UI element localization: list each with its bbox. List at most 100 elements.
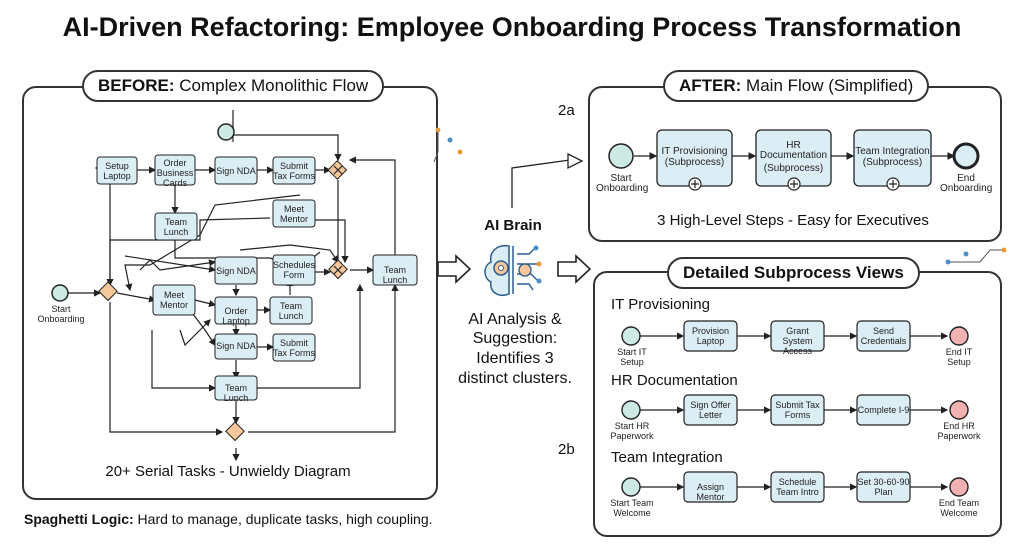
task-label: Submit Tax Forms (273, 338, 316, 358)
ai-analysis-line: Suggestion: (472, 330, 558, 347)
after-heading: AFTER: Main Flow (Simplified) (663, 70, 930, 102)
footer-bold: Spaghetti Logic: (24, 511, 134, 527)
monolithic-flow-diagram (51, 110, 418, 462)
before-caption: 20+ Serial Tasks - Unwieldy Diagram (105, 463, 351, 480)
task-box (96, 156, 138, 185)
task-label: Sign NDA (216, 166, 256, 176)
task-label: Meet Mentor (279, 204, 308, 224)
task-label: Team Lunch (382, 265, 408, 285)
task-label: Team Lunch (278, 301, 304, 321)
before-heading: BEFORE: Complex Monolithic Flow (82, 70, 385, 102)
task-box (269, 296, 313, 325)
task-label: Schedules Form (273, 260, 316, 280)
after-heading-bold: AFTER: (679, 76, 742, 95)
after-caption: 3 High-Level Steps - Easy for Executives (657, 212, 929, 229)
task-box (372, 254, 418, 286)
page-title: AI-Driven Refactoring: Employee Onboardi… (62, 12, 962, 42)
start-event (621, 400, 641, 420)
step-marker-2a: 2a (558, 102, 575, 119)
footer-rest: Hard to manage, duplicate tasks, high co… (133, 511, 433, 527)
start-event (608, 143, 634, 169)
start-label: Start IT Setup (617, 347, 647, 367)
start-event (51, 284, 69, 302)
start-label: Start Onboarding (596, 173, 649, 194)
task-label: Team Lunch (163, 217, 189, 237)
start-label: Start Onboarding (37, 304, 85, 324)
before-heading-rest: Complex Monolithic Flow (174, 76, 369, 95)
start-label: Start Team Welcome (610, 498, 654, 518)
step-marker-2b: 2b (558, 441, 575, 458)
subprocess-sub: (Subprocess) (763, 163, 824, 174)
start-event (621, 477, 641, 497)
task-box (856, 394, 911, 426)
subprocess-title: IT Provisioning (611, 296, 710, 313)
ai-connector-arrows (437, 152, 592, 284)
task-label: Setup Laptop (103, 161, 131, 181)
before-footer: Spaghetti Logic: Hard to manage, duplica… (24, 511, 433, 527)
ai-brain-icon (484, 244, 542, 296)
task-label: Submit Tax Forms (273, 161, 316, 181)
task-box (214, 256, 258, 285)
start-event-top (217, 123, 235, 141)
task-label: Sign NDA (216, 341, 256, 351)
task-box (272, 156, 316, 185)
task-box (214, 156, 258, 185)
task-label: Assign Mentor (696, 482, 725, 502)
task-box (770, 394, 825, 426)
task-box (770, 320, 825, 352)
end-event (952, 142, 980, 170)
task-label: Sign NDA (216, 266, 256, 276)
circuit-decoration (945, 247, 1007, 265)
start-label: Start HR Paperwork (610, 421, 654, 441)
subprocess-name: IT Provisioning (661, 146, 728, 157)
end-event (949, 400, 969, 420)
task-box (770, 471, 825, 503)
end-label: End HR Paperwork (937, 421, 981, 441)
end-label: End Onboarding (940, 173, 993, 194)
task-box (683, 471, 738, 503)
task-box (214, 375, 258, 401)
task-label: Sign Offer Letter (690, 400, 731, 420)
gateway (225, 421, 245, 442)
subprocess-sub: (Subprocess) (664, 157, 725, 168)
subprocess-name: Team Integration (855, 146, 930, 157)
ai-brain-label: AI Brain (484, 217, 542, 234)
task-label: Submit Tax Forms (775, 400, 820, 420)
subprocess-name: HR Documentation (759, 140, 828, 161)
main-flow-diagram (608, 129, 980, 191)
task-box (856, 320, 911, 352)
gateway (98, 281, 118, 302)
task-box (856, 471, 911, 503)
task-box (154, 212, 198, 241)
task-box (154, 154, 196, 186)
end-event (949, 477, 969, 497)
task-label: Order Laptop (222, 306, 250, 326)
task-box (272, 199, 316, 228)
task-box (152, 284, 196, 316)
task-label: Complete I-9 (857, 405, 910, 415)
after-heading-rest: Main Flow (Simplified) (741, 76, 914, 95)
ai-analysis-line: Identifies 3 (476, 350, 554, 367)
subprocess-title: HR Documentation (611, 372, 738, 389)
task-label: Meet Mentor (159, 290, 188, 310)
task-label: Set 30-60-90 Plan (857, 477, 910, 497)
task-label: Grant System Access (782, 326, 813, 356)
subprocess-flows (621, 320, 969, 503)
ai-analysis-line: AI Analysis & (468, 311, 562, 328)
end-event (949, 326, 969, 346)
end-label: End Team Welcome (938, 498, 980, 518)
before-heading-bold: BEFORE: (98, 76, 175, 95)
task-label: Send Credentials (860, 326, 907, 346)
ai-analysis-line: distinct clusters. (458, 370, 572, 387)
end-label: End IT Setup (945, 347, 973, 367)
task-box (214, 333, 258, 360)
subprocess-sub: (Subprocess) (862, 157, 923, 168)
task-label: Schedule Team Intro (776, 477, 819, 497)
task-box (272, 333, 316, 362)
task-box (214, 296, 258, 325)
task-label: Order Business Cards (156, 158, 194, 188)
task-label: Team Lunch (223, 383, 249, 403)
task-box (683, 394, 738, 426)
start-event (621, 326, 641, 346)
task-label: Provision Laptop (691, 326, 729, 346)
